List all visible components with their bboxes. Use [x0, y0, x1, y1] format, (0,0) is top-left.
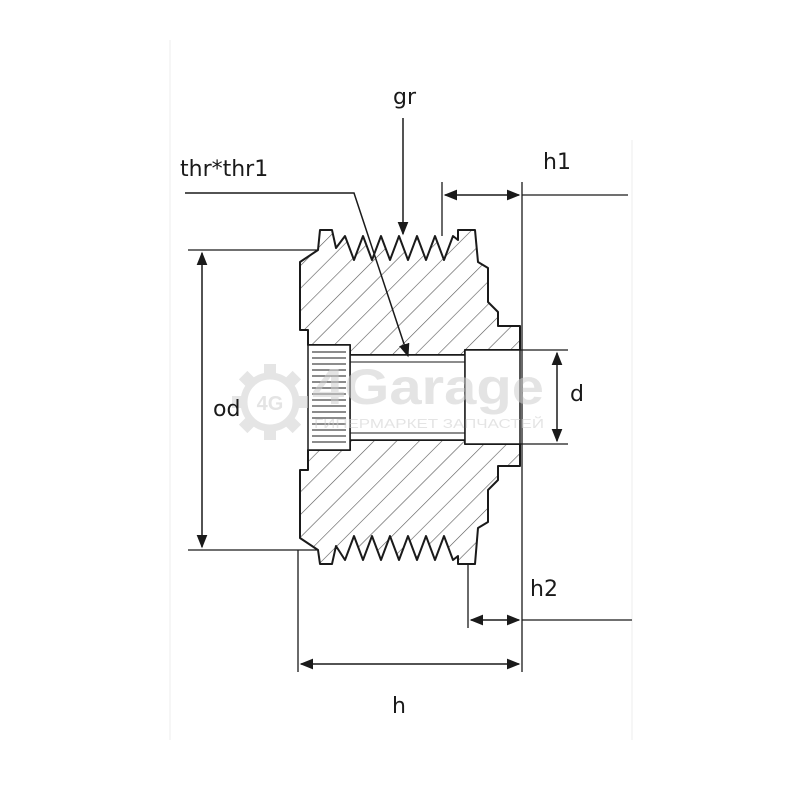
- spline-teeth: [312, 351, 346, 443]
- pulley-lower-body: [299, 439, 521, 565]
- label-h2: h2: [530, 577, 558, 602]
- spline: [307, 344, 351, 451]
- watermark-badge: 4G: [257, 393, 284, 415]
- watermark: 4G 4Garage ГИПЕРМАРКЕТ ЗАПЧАСТЕЙ: [232, 359, 544, 440]
- label-h1: h1: [543, 150, 571, 175]
- label-thread: thr*thr1: [180, 157, 269, 182]
- counterbore: [464, 349, 521, 445]
- gear-icon: 4G: [232, 364, 308, 440]
- pulley-upper-body: [299, 229, 521, 356]
- watermark-brand: 4Garage: [312, 359, 544, 415]
- label-od: od: [213, 397, 241, 422]
- watermark-tagline: ГИПЕРМАРКЕТ ЗАПЧАСТЕЙ: [314, 416, 544, 431]
- label-gr: gr: [393, 85, 417, 110]
- thread-leader: [185, 192, 410, 358]
- label-d: d: [570, 382, 584, 407]
- label-h: h: [392, 694, 406, 719]
